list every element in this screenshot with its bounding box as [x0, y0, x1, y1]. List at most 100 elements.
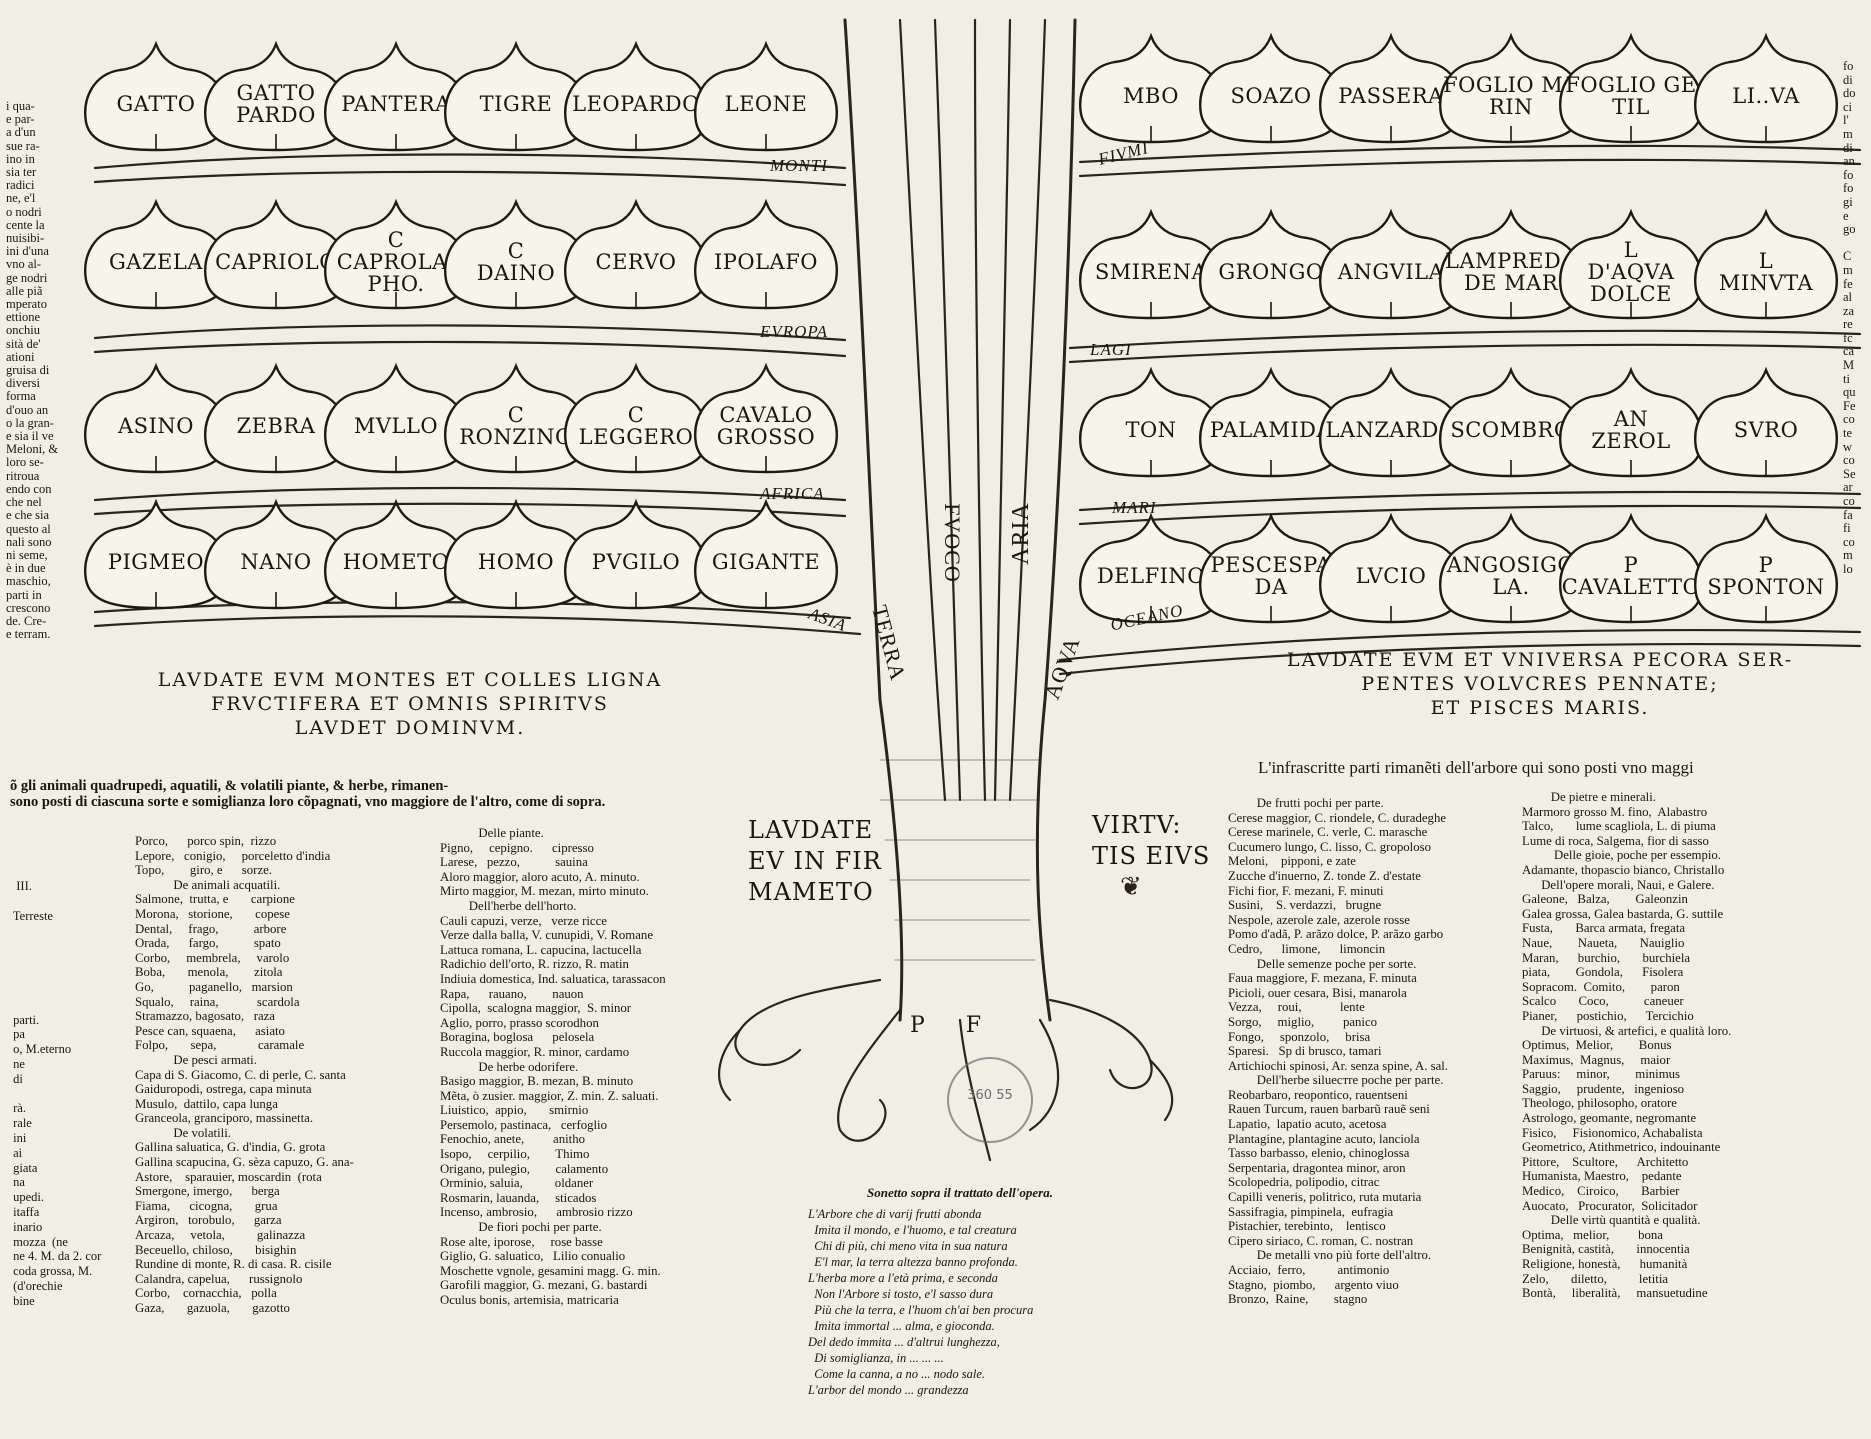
animal-leaf-label: GIGANTE [711, 550, 821, 574]
fish-leaf-label: LVCIO [1355, 564, 1427, 588]
fish-leaf-label: DELFINO [1096, 564, 1206, 588]
fish-leaf-label: L MINVTA [1718, 249, 1814, 295]
fish-leaf: ANGVILA [1315, 206, 1467, 322]
library-stamp: 360 55 [967, 1088, 1013, 1103]
animal-leaf-label: NANO [240, 550, 312, 574]
animal-leaf-label: TIGRE [479, 92, 553, 116]
center-left-heading: LAVDATE EV IN FIR MAMETO [748, 816, 882, 906]
fish-leaf: DELFINO [1075, 510, 1227, 626]
animal-leaf-label: CAVALO GROSSO [716, 403, 816, 449]
animal-leaf: CERVO [560, 196, 712, 312]
fish-leaf-label: PESCESPA DA [1210, 553, 1332, 599]
animal-leaf: C RONZINO [440, 360, 592, 476]
animal-leaf: ZEBRA [200, 360, 352, 476]
fish-leaf-label: PASSERA [1338, 84, 1444, 108]
branch-label-africa: AFRICA [760, 484, 825, 503]
animal-leaf: ASINO [80, 360, 232, 476]
fish-leaf: PALAMIDA [1195, 364, 1347, 480]
ornament-icon: ❦ [1120, 872, 1142, 902]
fish-leaf-label: ANGVILA [1337, 260, 1445, 284]
animal-leaf: IPOLAFO [690, 196, 842, 312]
animal-leaf-label: ASINO [118, 414, 194, 438]
fish-leaf: GRONGO [1195, 206, 1347, 322]
fish-leaf: SMIRENA [1075, 206, 1227, 322]
column-plants: Delle piante. Pigno, cepigno. cipresso L… [440, 826, 666, 1307]
fish-leaf-label: SMIRENA [1094, 260, 1208, 284]
center-right-heading: VIRTV: TIS EIVS [1092, 811, 1211, 870]
branch-label-mari: MARI [1112, 498, 1157, 517]
animal-leaf: NANO [200, 496, 352, 612]
animal-leaf-label: C CAPROLA- PHO. [336, 228, 456, 296]
sonnet-title: Sonetto sopra il trattato dell'opera. [867, 1185, 1053, 1200]
animal-leaf-label: IPOLAFO [713, 250, 819, 274]
fish-leaf: MBO [1075, 30, 1227, 146]
animal-leaf-label: GAZELA [109, 250, 203, 274]
animal-leaf-label: CAPRIOLO [215, 250, 337, 274]
fish-leaf: L D'AQVA DOLCE [1555, 206, 1707, 322]
animal-leaf-label: C RONZINO [459, 403, 573, 449]
animal-leaf-label: C LEGGERO [578, 403, 694, 449]
animal-leaf: PVGILO [560, 496, 712, 612]
branch-label-monti: MONTI [770, 156, 828, 175]
fish-leaf-label: ANGOSIGO LA. [1446, 553, 1576, 599]
animal-leaf: GIGANTE [690, 496, 842, 612]
animal-leaf-label: PANTERA [341, 92, 451, 116]
animal-leaf-label: C DAINO [476, 239, 556, 285]
fish-leaf-label: P CAVALETTO [1561, 553, 1701, 599]
fish-leaf-label: MBO [1122, 84, 1180, 108]
animal-leaf: LEONE [690, 38, 842, 154]
fish-leaf: LVCIO [1315, 510, 1467, 626]
animal-leaf: LEOPARDO [560, 38, 712, 154]
animal-leaf: CAPRIOLO [200, 196, 352, 312]
right-motto: LAVDATE EVM ET VNIVERSA PECORA SER- PENT… [1286, 649, 1794, 719]
trunk-label-aria: ARIA [1007, 502, 1034, 565]
animal-leaf: GAZELA [80, 196, 232, 312]
fish-leaf-label: AN ZEROL [1591, 407, 1671, 453]
fish-leaf: SVRO [1690, 364, 1842, 480]
animal-leaf: C CAPROLA- PHO. [320, 196, 472, 312]
animal-leaf-label: MVLLO [353, 414, 439, 438]
right-margin-text: fo di do ci l' m di an fo fo gi e go C m… [1843, 59, 1856, 576]
fish-leaf-label: P SPONTON [1707, 553, 1825, 599]
animal-leaf: HOMETO [320, 496, 472, 612]
fish-leaf-label: GRONGO [1218, 260, 1324, 284]
left-motto: LAVDATE EVM MONTES ET COLLES LIGNA FRVCT… [157, 669, 663, 739]
sonnet-lines: L'Arbore che di varij frutti abonda Imit… [808, 1207, 1034, 1397]
fish-leaf-label: LAMPREDA DE MAR [1445, 249, 1577, 295]
fish-leaf-label: SCOMBRO [1450, 418, 1572, 442]
root-letters: P F [910, 1013, 983, 1038]
column-fruits: De frutti pochi per parte. Cerese maggio… [1228, 796, 1449, 1307]
fish-leaf: LANZARDO [1315, 364, 1467, 480]
animal-leaf-label: HOMO [477, 550, 555, 574]
fish-leaf: TON [1075, 364, 1227, 480]
column-animals: Porco, porco spin, rizzo Lepore, conigio… [135, 834, 354, 1315]
animal-leaf-label: PIGMEO [107, 550, 205, 574]
fish-leaf-label: L D'AQVA DOLCE [1587, 238, 1675, 306]
animal-leaf-label: GATTO [116, 92, 196, 116]
trunk-label-fvoco: FVOCO [939, 503, 965, 583]
animal-leaf-label: LEOPARDO [572, 92, 700, 116]
animal-leaf: MVLLO [320, 360, 472, 476]
animal-leaf-label: HOMETO [342, 550, 450, 574]
fish-leaf: ANGOSIGO LA. [1435, 510, 1587, 626]
fish-leaf-label: LI..VA [1732, 84, 1800, 108]
fish-leaf: PESCESPA DA [1195, 510, 1347, 626]
branch-label-evropa: EVROPA [760, 322, 829, 341]
fish-leaf-label: PALAMIDA [1209, 418, 1333, 442]
fish-leaf-label: TON [1125, 418, 1177, 442]
fish-leaf: SOAZO [1195, 30, 1347, 146]
fish-leaf: LAMPREDA DE MAR [1435, 206, 1587, 322]
animal-leaf-label: PVGILO [591, 550, 681, 574]
animal-leaf: CAVALO GROSSO [690, 360, 842, 476]
animal-leaf: GATTO PARDO [200, 38, 352, 154]
fish-leaf: P CAVALETTO [1555, 510, 1707, 626]
animal-leaf: C LEGGERO [560, 360, 712, 476]
animal-leaf: PIGMEO [80, 496, 232, 612]
left-edge-text: III. Terreste parti. pa o, M.eterno ne d… [12, 879, 102, 1308]
left-intro: õ gli animali quadrupedi, aquatili, & vo… [10, 778, 606, 810]
animal-leaf: C DAINO [440, 196, 592, 312]
animal-leaf-label: LEONE [724, 92, 808, 116]
animal-leaf: TIGRE [440, 38, 592, 154]
